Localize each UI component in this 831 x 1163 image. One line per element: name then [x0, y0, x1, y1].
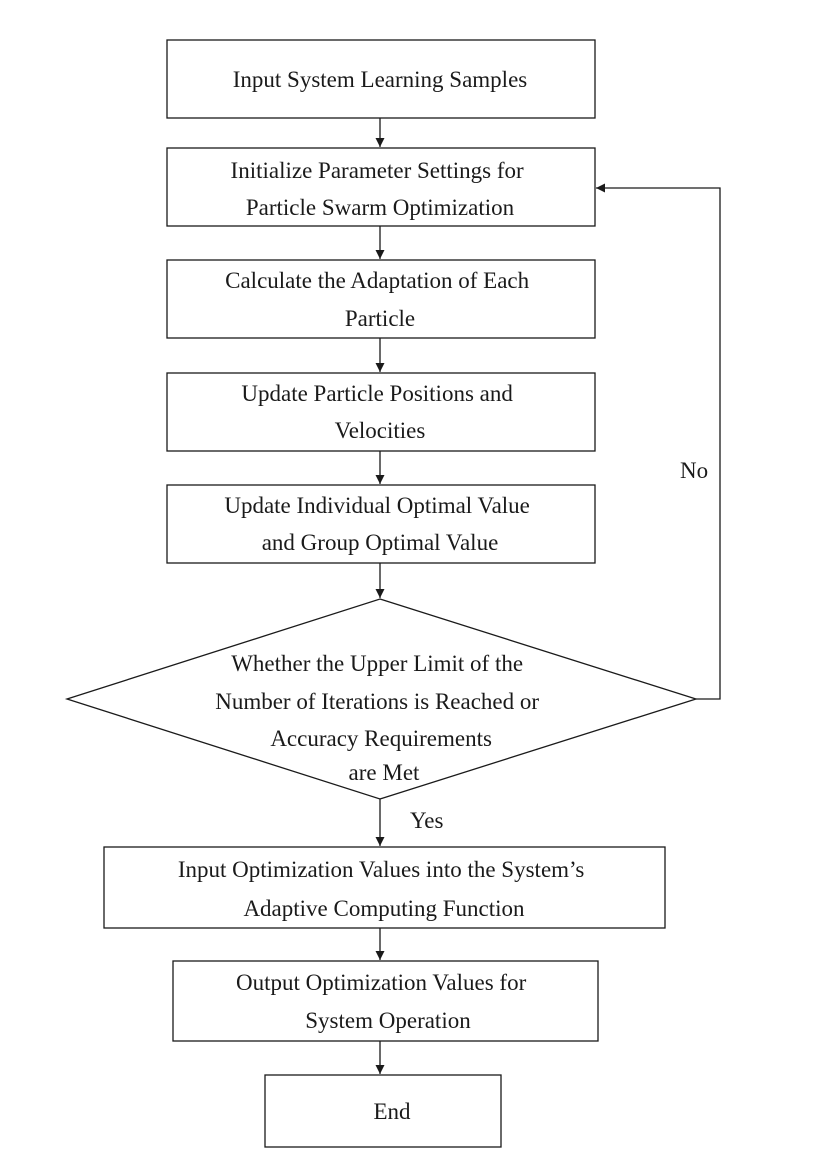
yes-label: Yes — [410, 808, 444, 833]
no-label: No — [680, 458, 708, 483]
end-line: End — [373, 1099, 411, 1124]
output-optimization-line-2: System Operation — [305, 1008, 471, 1033]
input-optimization-text: Input Optimization Values into the Syste… — [178, 857, 590, 921]
update-positions-line-1: Update Particle Positions and — [241, 381, 513, 406]
output-optimization-box — [172, 960, 599, 1042]
decision-text: Whether the Upper Limit of the Number of… — [215, 651, 545, 785]
decision-line-2: Number of Iterations is Reached or — [215, 689, 539, 714]
input-samples-box — [166, 39, 596, 119]
update-positions-text: Update Particle Positions and Velocities — [241, 381, 518, 443]
decision-line-1: Whether the Upper Limit of the — [231, 651, 523, 676]
input-optimization-box — [103, 846, 666, 929]
init-params-line-1: Initialize Parameter Settings for — [231, 158, 524, 183]
end-box — [264, 1074, 502, 1148]
update-optimal-line-2: and Group Optimal Value — [262, 530, 499, 555]
update-positions-box — [166, 372, 596, 452]
end-text: End — [373, 1099, 411, 1124]
update-optimal-line-1: Update Individual Optimal Value — [224, 493, 530, 518]
decision-line-4: are Met — [349, 760, 420, 785]
input-samples-line: Input System Learning Samples — [233, 67, 528, 92]
input-optimization-line-2: Adaptive Computing Function — [243, 896, 525, 921]
calc-adaptation-line-2: Particle — [345, 306, 415, 331]
update-optimal-text: Update Individual Optimal Value and Grou… — [224, 493, 535, 555]
init-params-box — [166, 147, 596, 227]
calc-adaptation-line-1: Calculate the Adaptation of Each — [225, 268, 529, 293]
input-samples-text: Input System Learning Samples — [233, 67, 528, 92]
decision-line-3: Accuracy Requirements — [270, 726, 492, 751]
output-optimization-line-1: Output Optimization Values for — [236, 970, 527, 995]
init-params-text: Initialize Parameter Settings for Partic… — [231, 158, 530, 220]
init-params-line-2: Particle Swarm Optimization — [246, 195, 515, 220]
arrow-decision-no-loop — [596, 183, 721, 700]
output-optimization-text: Output Optimization Values for System Op… — [236, 970, 532, 1033]
update-optimal-box — [166, 484, 596, 564]
calc-adaptation-box — [166, 259, 596, 339]
update-positions-line-2: Velocities — [335, 418, 426, 443]
calc-adaptation-text: Calculate the Adaptation of Each Particl… — [225, 268, 535, 331]
input-optimization-line-1: Input Optimization Values into the Syste… — [178, 857, 585, 882]
